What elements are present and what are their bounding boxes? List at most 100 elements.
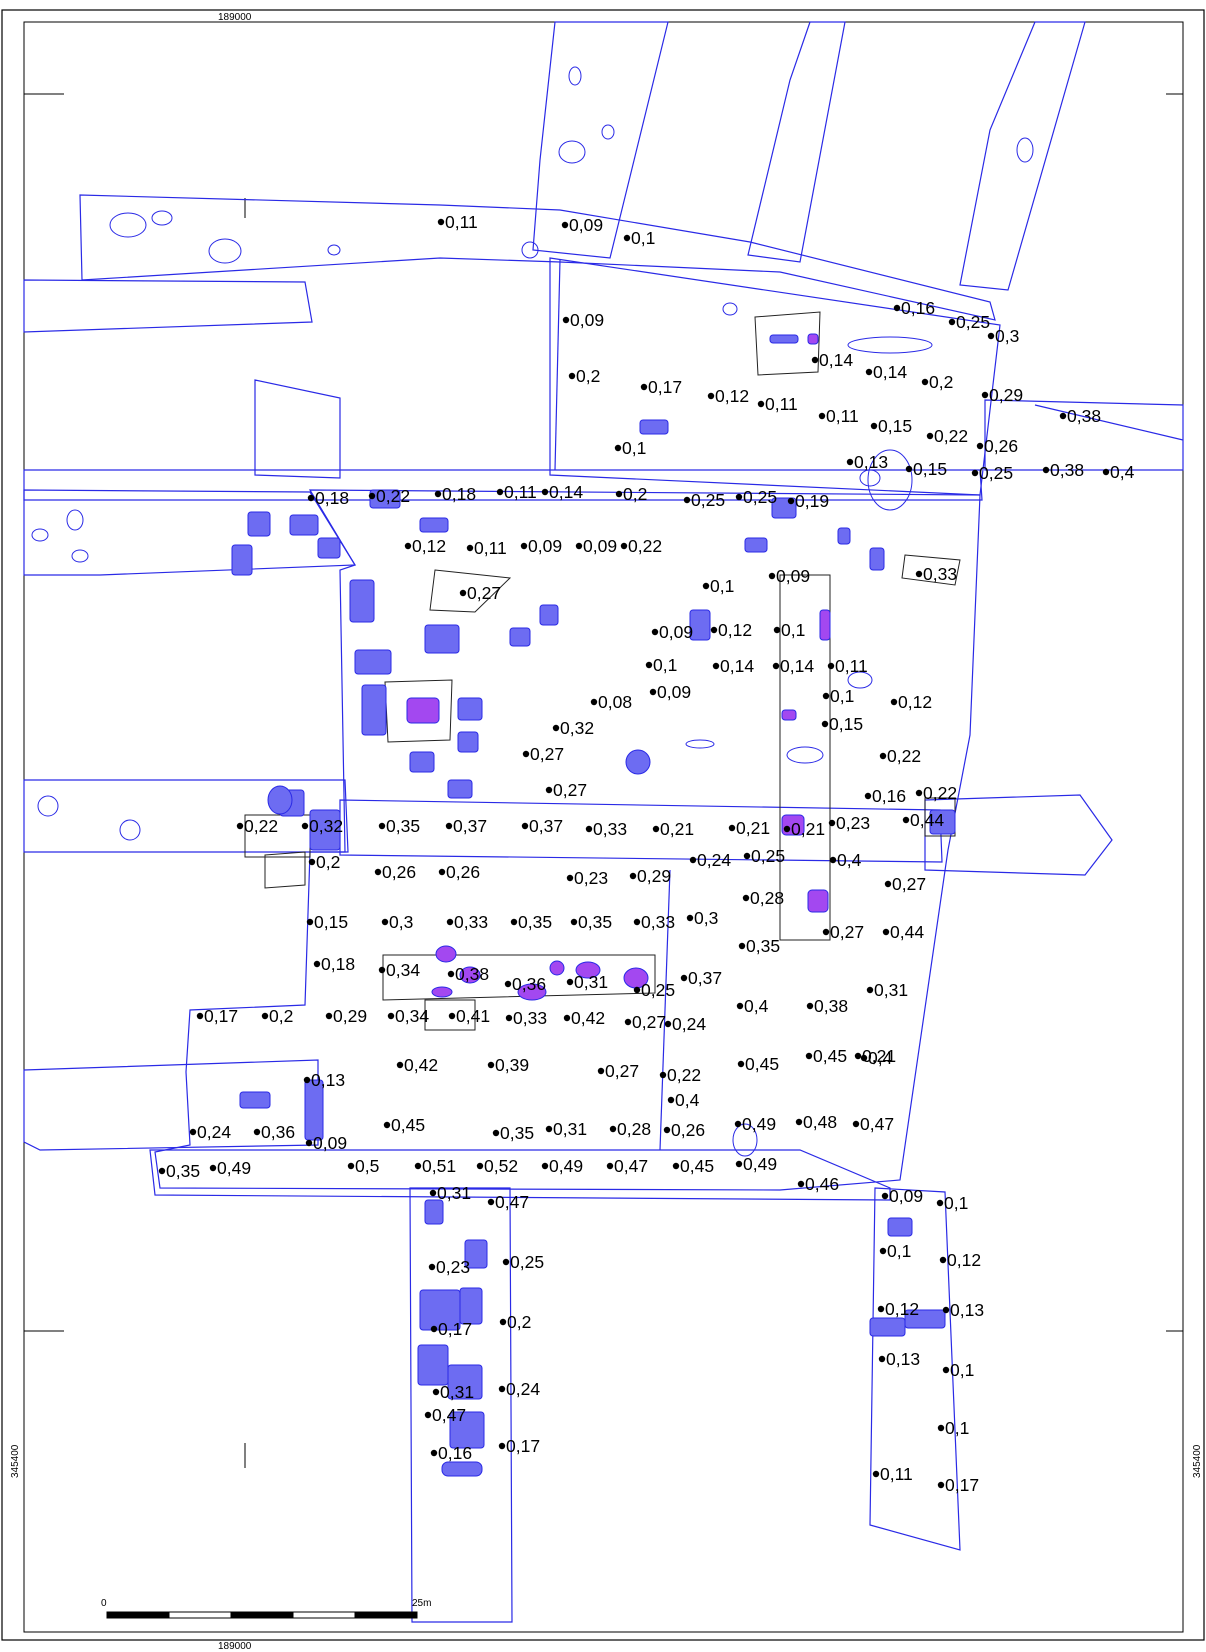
depth-point-label: 0,26 xyxy=(382,862,416,882)
depth-point-dot xyxy=(768,572,776,580)
scale-bar-segment-5 xyxy=(354,1611,418,1619)
depth-point-label: 0,27 xyxy=(467,583,501,603)
scale-bar-segment-1 xyxy=(106,1611,170,1619)
trench-upper-block xyxy=(549,257,1001,496)
depth-point-label: 0,26 xyxy=(671,1120,705,1140)
depth-point-dot xyxy=(680,974,688,982)
depth-point-dot xyxy=(563,1014,571,1022)
depth-point-label: 0,23 xyxy=(436,1257,470,1277)
depth-point-dot xyxy=(378,822,386,830)
depth-point-label: 0,16 xyxy=(872,786,906,806)
trench-nw-block xyxy=(254,379,341,479)
depth-point-label: 0,15 xyxy=(314,912,348,932)
depth-point-dot xyxy=(614,444,622,452)
depth-point-dot xyxy=(633,986,641,994)
scale-bar-segment-4 xyxy=(292,1611,356,1619)
depth-point-dot xyxy=(712,662,720,670)
depth-point-label: 0,31 xyxy=(553,1119,587,1139)
depth-point-dot xyxy=(381,918,389,926)
depth-point-dot xyxy=(313,960,321,968)
depth-point-label: 0,25 xyxy=(691,490,725,510)
depth-point-dot xyxy=(624,1018,632,1026)
depth-point-dot xyxy=(303,1076,311,1084)
depth-point-label: 0,09 xyxy=(657,682,691,702)
depth-point-dot xyxy=(829,856,837,864)
depth-point-label: 0,4 xyxy=(868,1048,893,1068)
depth-point-dot xyxy=(1059,412,1067,420)
depth-point-dot xyxy=(446,918,454,926)
depth-point-label: 0,44 xyxy=(910,810,944,830)
depth-point-dot xyxy=(971,469,979,477)
trench-divider-2 xyxy=(554,259,561,471)
depth-point-dot xyxy=(496,488,504,496)
depth-point-dot xyxy=(866,986,874,994)
depth-point-dot xyxy=(387,1012,395,1020)
depth-point-label: 0,13 xyxy=(311,1070,345,1090)
depth-point-label: 0,31 xyxy=(574,972,608,992)
trench-north-ew xyxy=(79,194,996,321)
depth-point-label: 0,11 xyxy=(826,406,859,426)
right-northing-label: 345400 xyxy=(1192,1444,1203,1478)
depth-point-dot xyxy=(937,1481,945,1489)
depth-point-label: 0,17 xyxy=(438,1319,472,1339)
depth-point-label: 0,41 xyxy=(456,1006,490,1026)
depth-point-dot xyxy=(707,392,715,400)
depth-point-dot xyxy=(976,442,984,450)
trench-east-2 xyxy=(924,794,1113,876)
scale-bar-start-label: 0 xyxy=(101,1598,107,1609)
depth-point-label: 0,38 xyxy=(814,996,848,1016)
depth-point-dot xyxy=(879,752,887,760)
depth-point-dot xyxy=(659,1071,667,1079)
depth-point-label: 0,27 xyxy=(553,780,587,800)
depth-point-dot xyxy=(378,966,386,974)
depth-point-dot xyxy=(822,928,830,936)
depth-point-label: 0,38 xyxy=(1067,406,1101,426)
depth-point-dot xyxy=(541,1162,549,1170)
depth-point-label: 0,29 xyxy=(333,1006,367,1026)
depth-point-dot xyxy=(649,688,657,696)
depth-point-dot xyxy=(325,1012,333,1020)
depth-point-label: 0,17 xyxy=(648,377,682,397)
depth-point-label: 0,26 xyxy=(984,436,1018,456)
depth-point-dot xyxy=(734,1120,742,1128)
depth-point-label: 0,11 xyxy=(474,538,507,558)
depth-point-dot xyxy=(663,1126,671,1134)
trench-south-west xyxy=(409,1187,513,1623)
depth-point-label: 0,25 xyxy=(510,1252,544,1272)
trench-middle-ew xyxy=(23,469,983,501)
depth-point-dot xyxy=(981,391,989,399)
depth-point-label: 0,42 xyxy=(404,1055,438,1075)
depth-point-label: 0,21 xyxy=(660,819,694,839)
depth-point-dot xyxy=(921,378,929,386)
depth-point-dot xyxy=(424,1411,432,1419)
depth-point-dot xyxy=(757,400,765,408)
depth-point-dot xyxy=(396,1061,404,1069)
depth-point-label: 0,14 xyxy=(720,656,754,676)
depth-point-label: 0,28 xyxy=(750,888,784,908)
depth-point-label: 0,45 xyxy=(813,1046,847,1066)
depth-point-dot xyxy=(915,570,923,578)
depth-point-dot xyxy=(570,918,578,926)
depth-point-label: 0,34 xyxy=(395,1006,429,1026)
depth-point-label: 0,2 xyxy=(929,372,953,392)
depth-point-dot xyxy=(870,422,878,430)
depth-point-label: 0,25 xyxy=(751,846,785,866)
depth-point-dot xyxy=(881,1192,889,1200)
depth-point-label: 0,47 xyxy=(432,1405,466,1425)
depth-point-dot xyxy=(742,894,750,902)
depth-point-label: 0,21 xyxy=(862,1046,896,1066)
depth-point-label: 0,42 xyxy=(571,1008,605,1028)
depth-point-dot xyxy=(640,383,648,391)
depth-point-label: 0,35 xyxy=(746,936,780,956)
depth-point-label: 0,15 xyxy=(878,416,912,436)
depth-point-dot xyxy=(445,822,453,830)
depth-point-label: 0,33 xyxy=(513,1008,547,1028)
depth-point-dot xyxy=(948,318,956,326)
depth-point-label: 0,24 xyxy=(672,1014,706,1034)
depth-point-dot xyxy=(795,1118,803,1126)
depth-point-dot xyxy=(629,872,637,880)
depth-point-label: 0,25 xyxy=(641,980,675,1000)
trench-outlines xyxy=(23,21,1184,1623)
depth-point-label: 0,37 xyxy=(688,968,722,988)
